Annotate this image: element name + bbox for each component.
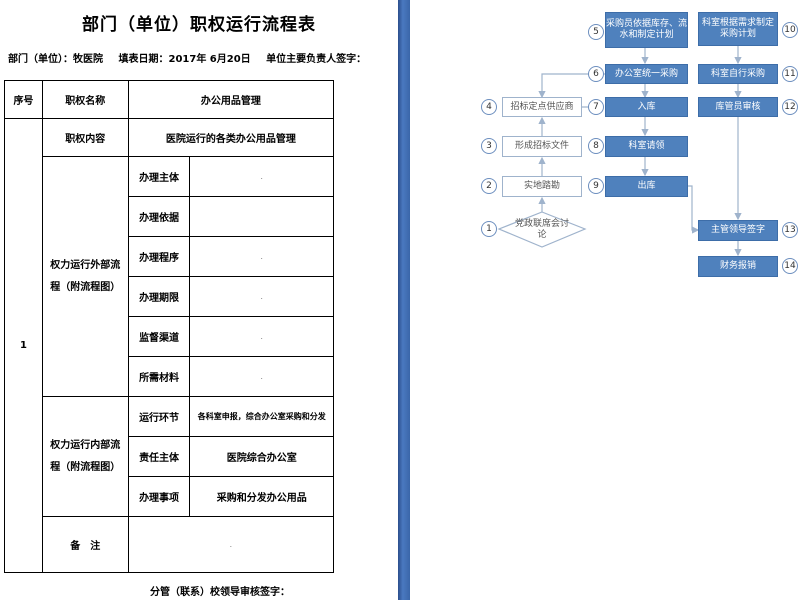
flow-step-outbound: 出库 [605,176,688,197]
internal-row-value: 采购和分发办公用品 [189,476,334,517]
connector-9-13 [688,185,700,234]
flow-step-site-survey: 实地踏勘 [502,176,582,197]
form-meta: 部门（单位）：牧医院 填表日期：2017年 6月20日 单位主要负责人签字： [8,50,378,65]
dept-field: 部门（单位）：牧医院 [8,54,103,65]
step-number: 4 [481,99,497,115]
external-row-value: . [189,236,334,277]
external-row-value: . [189,356,334,397]
step-number: 13 [782,222,798,238]
flow-step-storekeeper-review: 库管员审核 [698,97,778,117]
internal-row-value: 各科室申报，综合办公室采购和分发 [189,396,334,437]
seq-cell: 1 [4,118,43,573]
power-name-cell: 办公用品管理 [127,80,335,119]
external-row-label: 办理主体 [127,156,191,197]
flow-step-self-purchase: 科室自行采购 [698,64,778,84]
flow-step-unified-purchase: 办公室统一采购 [605,64,688,84]
external-row-label: 办理程序 [127,236,191,277]
flow-step-joint-meeting: 党政联席会讨论 [514,219,569,240]
content-label: 职权内容 [41,118,129,157]
decision-diamond [497,211,587,248]
step-number: 7 [588,99,604,115]
page-title: 部门（单位）职权运行流程表 [82,15,316,35]
header-seq: 序号 [4,80,43,119]
step-number: 5 [588,24,604,40]
connector-6-4 [538,73,605,99]
step-number: 2 [481,178,497,194]
footer-signature: 分管（联系）校领导审核签字： [150,587,290,598]
step-number: 14 [782,258,798,274]
flow-step-reimbursement: 财务报销 [698,256,778,277]
external-flow-label: 权力运行外部流程（附流程图） [41,156,129,397]
external-row-label: 办理依据 [127,196,191,237]
step-number: 1 [481,221,497,237]
date-field: 填表日期：2017年 6月20日 [118,54,251,65]
step-number: 6 [588,66,604,82]
flow-step-purchase-plan: 采购员依据库存、流水和制定计划 [605,12,688,48]
content-value: 医院运行的各类办公用品管理 [127,118,335,157]
step-number: 9 [588,178,604,194]
external-row-value: . [189,276,334,317]
flow-step-tender-docs: 形成招标文件 [502,136,582,157]
flow-step-warehousing: 入库 [605,97,688,117]
internal-row-label: 运行环节 [127,396,191,437]
step-number: 10 [782,22,798,38]
external-row-value [189,196,334,237]
page-divider [398,0,410,600]
external-row-label: 所需材料 [127,356,191,397]
flow-step-dept-request: 科室请领 [605,136,688,157]
step-number: 12 [782,99,798,115]
form-page: 部门（单位）职权运行流程表 部门（单位）：牧医院 填表日期：2017年 6月20… [0,0,398,600]
external-row-label: 监督渠道 [127,316,191,357]
external-row-value: . [189,316,334,357]
flow-step-dept-plan: 科室根据需求制定采购计划 [698,12,778,46]
flowchart-page: 5 采购员依据库存、流水和制定计划 6 办公室统一采购 7 入库 8 科室请领 … [410,0,800,600]
flow-step-leader-sign: 主管领导签字 [698,220,778,241]
internal-flow-label: 权力运行内部流程（附流程图） [41,396,129,517]
internal-row-value: 医院综合办公室 [189,436,334,477]
remark-label: 备 注 [41,516,129,573]
header-name: 职权名称 [41,80,129,119]
step-number: 11 [782,66,798,82]
flow-connectors [497,46,742,257]
step-number: 8 [588,138,604,154]
internal-row-label: 责任主体 [127,436,191,477]
step-number: 3 [481,138,497,154]
remark-value: . [127,516,335,573]
power-table: 序号 职权名称 办公用品管理 1 职权内容 医院运行的各类办公用品管理 权力运行… [4,80,335,573]
external-row-value: . [189,156,334,197]
signer-field: 单位主要负责人签字： [266,54,367,65]
flow-step-tender-supplier: 招标定点供应商 [502,97,582,117]
external-row-label: 办理期限 [127,276,191,317]
internal-row-label: 办理事项 [127,476,191,517]
